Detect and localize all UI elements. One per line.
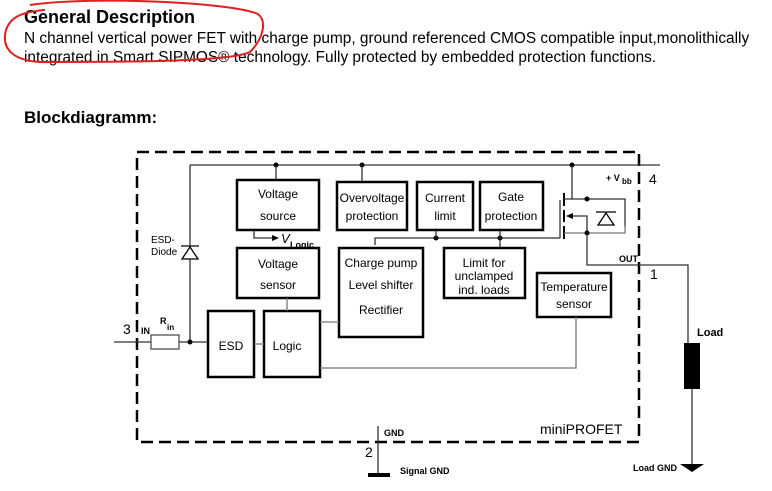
overvoltage-label-2: protection xyxy=(346,209,399,223)
signal-gnd-icon xyxy=(368,473,390,477)
logic-block xyxy=(262,309,322,379)
voltage-source-label: Voltage xyxy=(258,187,298,201)
load-gnd-label: Load GND xyxy=(633,463,677,473)
red-highlight-ellipse xyxy=(4,0,265,64)
package-label: miniPROFET xyxy=(540,421,623,437)
voltage-sensor-label: Voltage xyxy=(258,257,298,271)
temperature-sensor-label: Temperature xyxy=(540,280,608,294)
load-gnd-icon xyxy=(680,464,704,472)
level-shifter-label: Level shifter xyxy=(349,278,414,292)
description-line-1: N channel vertical power FET with charge… xyxy=(24,30,750,47)
signal-gnd-label: Signal GND xyxy=(400,466,450,476)
rin-sub-label: in xyxy=(167,323,174,332)
vlogic-arrow-icon xyxy=(272,235,279,241)
esd-block xyxy=(206,309,256,379)
current-limit-label-2: limit xyxy=(434,209,456,223)
section-title: General Description xyxy=(24,7,196,27)
overvoltage-protection-block xyxy=(335,180,409,232)
limit-unclamped-label-3: ind. loads xyxy=(458,283,509,297)
esd-diode-icon xyxy=(180,245,200,260)
gate-protection-block xyxy=(478,180,545,232)
esd-diode-label-2: Diode xyxy=(151,247,178,258)
current-limit-block xyxy=(415,180,475,232)
gate-bus xyxy=(374,237,560,245)
description: N channel vertical power FET with charge… xyxy=(24,29,769,67)
voltage-source-label-2: source xyxy=(260,209,296,223)
pin-2-label: 2 xyxy=(365,444,373,460)
overvoltage-label: Overvoltage xyxy=(340,191,405,205)
block-diagram-title: Blockdiagramm: xyxy=(24,108,158,127)
esd-diode-label: ESD- xyxy=(151,235,175,246)
pin-1-label: 1 xyxy=(650,266,658,282)
gate-protection-label: Gate xyxy=(498,190,524,204)
esd-label: ESD xyxy=(219,339,244,353)
rectifier-label: Rectifier xyxy=(359,303,403,317)
charge-pump-block xyxy=(337,246,425,339)
load-icon xyxy=(684,343,700,389)
limit-unclamped-label-2: unclamped xyxy=(455,269,514,283)
gnd-label: GND xyxy=(384,428,405,438)
voltage-sensor-label-2: sensor xyxy=(260,278,296,292)
load-label: Load xyxy=(697,327,723,339)
temp-sensor-wire xyxy=(320,317,577,369)
out-label: OUT xyxy=(619,254,639,264)
vbb-label: + V xyxy=(606,173,620,183)
voltage-source-block xyxy=(235,178,321,232)
vlogic-wire xyxy=(253,230,272,239)
vbb-sub-label: bb xyxy=(622,177,632,186)
limit-unclamped-label: Limit for xyxy=(463,256,506,270)
rin-label: R xyxy=(160,316,167,326)
rin-resistor-icon xyxy=(150,334,180,350)
voltage-sensor-block xyxy=(235,246,321,300)
description-line-2: integrated in Smart SIPMOS® technology. … xyxy=(24,49,657,66)
gate-protection-label-2: protection xyxy=(485,209,538,223)
temperature-sensor-block xyxy=(535,271,613,319)
vlogic-sub-label: Logic xyxy=(290,240,314,250)
out-wire xyxy=(586,233,689,344)
vlogic-label: V xyxy=(281,231,291,246)
current-limit-label: Current xyxy=(425,191,466,205)
charge-pump-label: Charge pump xyxy=(345,256,418,270)
temperature-sensor-label-2: sensor xyxy=(556,297,592,311)
pin-4-label: 4 xyxy=(649,171,657,187)
limit-unclamped-block xyxy=(442,246,527,300)
body-diode-icon xyxy=(596,211,616,226)
logic-label: Logic xyxy=(273,339,302,353)
pin-3-label: 3 xyxy=(123,321,131,337)
power-mosfet-icon xyxy=(559,165,626,239)
in-label: IN xyxy=(141,326,150,336)
